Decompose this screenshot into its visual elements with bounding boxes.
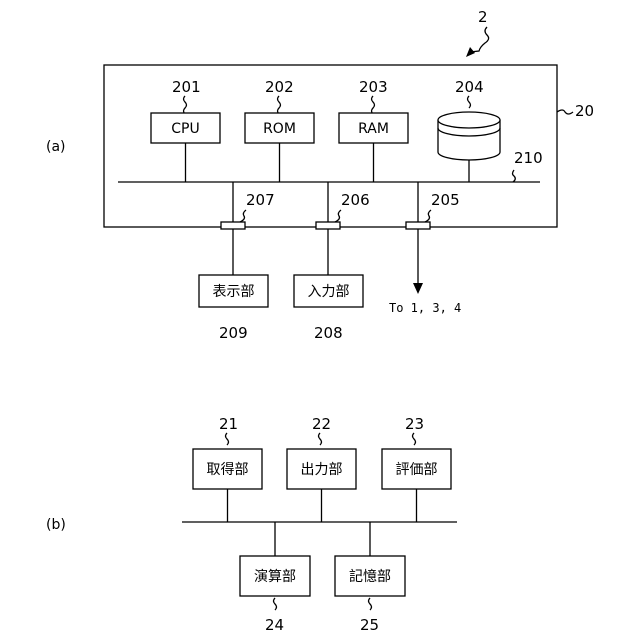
rom-label: ROM: [263, 121, 296, 137]
interface-205: [406, 222, 430, 229]
output-label: 出力部: [301, 462, 343, 478]
cpu-ref-label: 201: [172, 78, 201, 96]
interface-206: [316, 222, 340, 229]
diagram-a: (a) 2 20 210 201 CPU 202 ROM 203 RAM 204: [46, 8, 594, 342]
evaluation-leader-line: [413, 433, 416, 445]
storage-b-ref-label: 25: [360, 616, 379, 634]
caption-a: (a): [46, 139, 66, 155]
acquisition-label: 取得部: [207, 461, 249, 478]
caption-b: (b): [46, 517, 66, 533]
display-ref-label: 209: [219, 324, 248, 342]
ram-ref-label: 203: [359, 78, 388, 96]
device-arrow-head: [466, 47, 475, 57]
diagram-b: (b) 21 取得部 22 出力部 23 評価部 演算部 24 記憶部 25: [46, 415, 457, 634]
storage-b-label: 記憶部: [349, 568, 391, 585]
input-ref-label: 208: [314, 324, 343, 342]
cpu-label: CPU: [171, 121, 199, 137]
display-label: 表示部: [213, 284, 255, 300]
if205-ref-label: 205: [431, 191, 460, 209]
input-label: 入力部: [308, 284, 350, 300]
enclosure-ref-label: 20: [575, 102, 594, 120]
interface-207: [221, 222, 245, 229]
device-ref-label: 2: [478, 8, 488, 26]
output-destination-label: To 1, 3, 4: [389, 301, 461, 315]
ram-label: RAM: [358, 121, 389, 137]
evaluation-ref-label: 23: [405, 415, 424, 433]
storage-b-leader-line: [369, 598, 372, 610]
output-ref-label: 22: [312, 415, 331, 433]
bus-ref-label: 210: [514, 149, 543, 167]
storage-cylinder-icon: [438, 112, 500, 160]
if206-ref-label: 206: [341, 191, 370, 209]
rom-ref-label: 202: [265, 78, 294, 96]
enclosure-leader-line: [557, 110, 573, 114]
output-arrow-head: [413, 283, 423, 294]
calculation-leader-line: [274, 598, 277, 610]
device-leader-line: [470, 27, 489, 52]
calculation-label: 演算部: [254, 569, 296, 585]
acquisition-ref-label: 21: [219, 415, 238, 433]
calculation-ref-label: 24: [265, 616, 284, 634]
acquisition-leader-line: [226, 433, 229, 445]
output-leader-line: [319, 433, 322, 445]
if207-ref-label: 207: [246, 191, 275, 209]
storage-ref-label: 204: [455, 78, 484, 96]
evaluation-label: 評価部: [396, 462, 438, 478]
